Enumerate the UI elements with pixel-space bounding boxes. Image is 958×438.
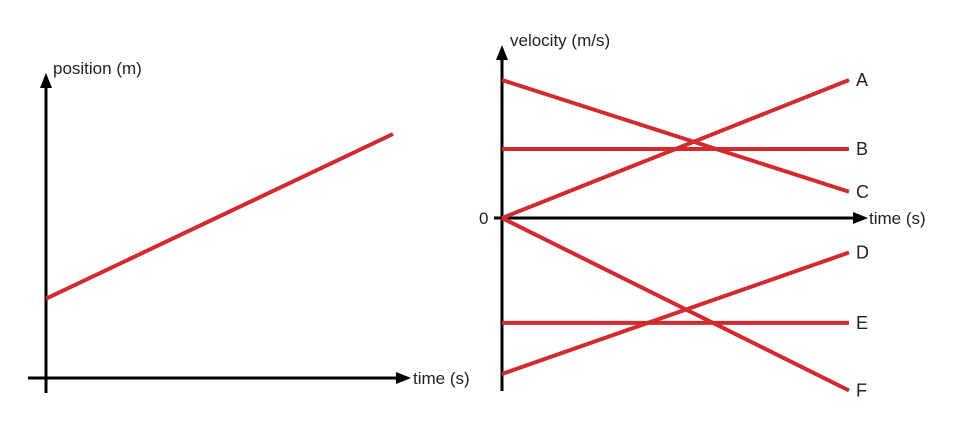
position-time-graph: position (m) time (s) xyxy=(28,59,470,393)
velocity-line-label-b: B xyxy=(856,139,868,159)
velocity-x-axis-label: time (s) xyxy=(869,209,926,228)
velocity-line-label-e: E xyxy=(856,313,868,333)
velocity-line-c xyxy=(501,78,850,194)
velocity-y-arrow-icon xyxy=(496,45,508,60)
velocity-time-graph: velocity (m/s) time (s) 0 xyxy=(479,31,926,393)
position-y-arrow-icon xyxy=(40,73,52,88)
velocity-zero-label: 0 xyxy=(479,209,488,228)
velocity-line-label-f: F xyxy=(856,381,867,401)
velocity-line-label-a: A xyxy=(856,70,868,90)
position-x-arrow-icon xyxy=(396,372,411,384)
position-x-axis-label: time (s) xyxy=(413,369,470,388)
position-line xyxy=(45,132,394,301)
velocity-line-label-d: D xyxy=(856,243,869,263)
velocity-line-label-c: C xyxy=(856,182,869,202)
velocity-x-arrow-icon xyxy=(853,212,868,224)
velocity-lines xyxy=(501,78,850,393)
velocity-line-f xyxy=(501,216,850,393)
velocity-line-d xyxy=(501,250,850,376)
velocity-y-axis-label: velocity (m/s) xyxy=(510,31,610,50)
position-y-axis-label: position (m) xyxy=(53,59,142,78)
